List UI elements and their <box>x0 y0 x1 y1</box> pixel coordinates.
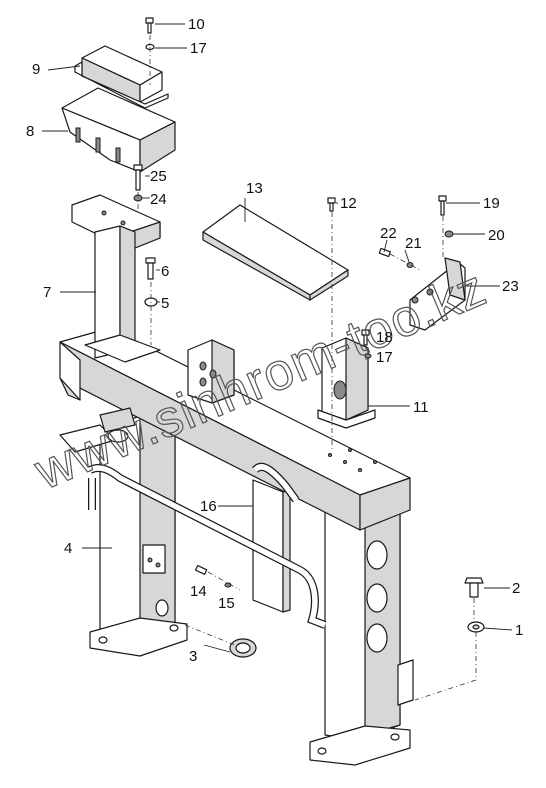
callout-20: 20 <box>488 227 505 244</box>
part-19-bolt <box>438 195 447 216</box>
callout-18: 18 <box>376 329 393 346</box>
part-25-bolt <box>133 164 143 191</box>
part-6-bolt <box>145 257 156 280</box>
callout-1: 1 <box>515 622 523 639</box>
callout-labels: 10 17 9 8 25 24 13 12 19 20 22 21 7 6 23… <box>26 16 523 665</box>
callout-25: 25 <box>150 168 167 185</box>
part-1-washer-hole <box>472 624 480 630</box>
callout-17-mid: 17 <box>376 349 393 366</box>
part-3-grommet <box>229 638 257 658</box>
callout-3: 3 <box>189 648 197 665</box>
leader-lines <box>42 23 513 653</box>
part-14-bolt <box>194 564 208 575</box>
part-20-nut <box>444 230 454 238</box>
part-15-nut <box>224 582 232 588</box>
part-9-cover-block <box>74 45 169 109</box>
part-7-column <box>71 194 161 363</box>
callout-10: 10 <box>188 16 205 33</box>
callout-22: 22 <box>380 225 397 242</box>
part-2-bolt <box>464 577 484 598</box>
callout-13: 13 <box>246 180 263 197</box>
callout-6: 6 <box>161 263 169 280</box>
part-10-bolt <box>145 17 154 34</box>
part-8-guard <box>61 87 176 173</box>
part-16-cover-plate <box>252 479 291 613</box>
callout-8: 8 <box>26 123 34 140</box>
part-11-mount-right <box>317 337 376 429</box>
part-4-handle-bar <box>88 462 327 629</box>
part-13-plate <box>202 204 349 301</box>
part-11-mount-left <box>187 339 235 404</box>
part-12-bolt <box>327 197 336 212</box>
callout-12: 12 <box>340 195 357 212</box>
part-22-bolt <box>378 247 391 258</box>
part-18-bolt <box>361 329 370 346</box>
callout-2: 2 <box>512 580 520 597</box>
callout-5: 5 <box>161 295 169 312</box>
callout-19: 19 <box>483 195 500 212</box>
callout-24: 24 <box>150 191 167 208</box>
part-23-bracket <box>409 257 466 331</box>
callout-4: 4 <box>64 540 72 557</box>
callout-17-top: 17 <box>190 40 207 57</box>
callout-9: 9 <box>32 61 40 78</box>
frame-side-bracket <box>59 407 136 453</box>
callout-11: 11 <box>413 399 429 416</box>
callout-23: 23 <box>502 278 519 295</box>
part-17-washer-mid <box>364 353 372 359</box>
callout-7: 7 <box>43 284 51 301</box>
callout-15: 15 <box>218 595 235 612</box>
frame-right-leg <box>309 497 414 766</box>
callout-16: 16 <box>200 498 217 515</box>
callout-21: 21 <box>405 235 422 252</box>
assembly-axes <box>137 35 477 701</box>
callout-14: 14 <box>190 583 207 600</box>
